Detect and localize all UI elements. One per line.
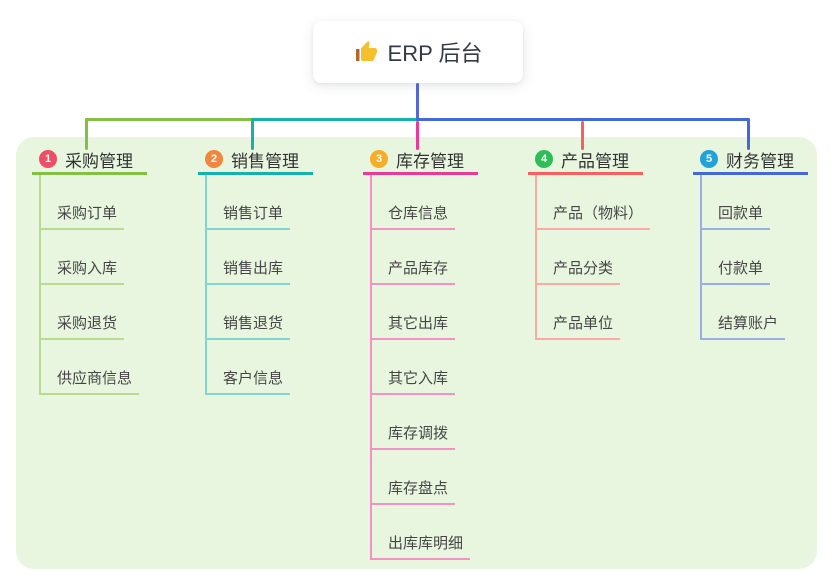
item-label: 客户信息 — [207, 367, 291, 395]
branch-5: 5 财务管理 回款单付款单结算账户 — [693, 148, 808, 340]
branch-index-badge: 1 — [39, 150, 57, 168]
connector-branch-2-drop — [251, 118, 254, 150]
item-label: 采购入库 — [41, 257, 125, 285]
connector-branch-4-drop — [581, 121, 584, 150]
branch-label: 销售管理 — [231, 151, 299, 171]
mindmap-node-item[interactable]: 供应商信息 — [41, 340, 147, 395]
mindmap-node-item[interactable]: 库存盘点 — [372, 450, 478, 505]
mindmap-node-item[interactable]: 出库库明细 — [372, 505, 478, 560]
item-label: 销售订单 — [207, 202, 291, 230]
mindmap-node-item[interactable]: 产品单位 — [537, 285, 650, 340]
mindmap-node-item[interactable]: 其它入库 — [372, 340, 478, 395]
branches-panel — [16, 137, 817, 569]
item-label: 其它出库 — [372, 312, 456, 340]
branch-title[interactable]: 1 采购管理 — [32, 148, 147, 175]
branch-items: 回款单付款单结算账户 — [700, 175, 808, 340]
mindmap-node-item[interactable]: 销售出库 — [207, 230, 313, 285]
item-label: 库存调拨 — [372, 422, 456, 450]
item-label: 产品库存 — [372, 257, 456, 285]
branch-index-badge: 4 — [535, 150, 553, 168]
branch-label: 库存管理 — [396, 151, 464, 171]
item-label: 采购订单 — [41, 202, 125, 230]
branch-title[interactable]: 4 产品管理 — [528, 148, 643, 175]
mindmap-node-item[interactable]: 产品（物料） — [537, 175, 651, 230]
branch-title[interactable]: 2 销售管理 — [198, 148, 313, 175]
branch-1: 1 采购管理 采购订单采购入库采购退货供应商信息 — [32, 148, 147, 395]
mindmap-node-item[interactable]: 库存调拨 — [372, 395, 478, 450]
item-label: 回款单 — [702, 202, 771, 230]
branch-index-badge: 5 — [700, 150, 718, 168]
branch-index-badge: 2 — [205, 150, 223, 168]
branch-label: 产品管理 — [561, 151, 629, 171]
item-label: 产品单位 — [537, 312, 621, 340]
connector-branch-3-drop — [416, 121, 419, 150]
item-label: 销售出库 — [207, 257, 291, 285]
mindmap-node-item[interactable]: 客户信息 — [207, 340, 313, 395]
item-label: 结算账户 — [702, 312, 786, 340]
connector-branch-1-drop — [85, 118, 88, 150]
item-label: 库存盘点 — [372, 477, 456, 505]
item-label: 其它入库 — [372, 367, 456, 395]
connector-branch-5-drop — [747, 118, 750, 150]
thumbs-up-icon — [354, 40, 378, 64]
branch-title[interactable]: 3 库存管理 — [363, 148, 478, 175]
connector-branch-1-horizontal — [85, 118, 255, 121]
mindmap-node-item[interactable]: 采购订单 — [41, 175, 147, 230]
connector-root-stem — [416, 83, 419, 121]
mindmap-node-item[interactable]: 采购入库 — [41, 230, 147, 285]
branch-items: 销售订单销售出库销售退货客户信息 — [205, 175, 313, 395]
mindmap-node-item[interactable]: 采购退货 — [41, 285, 147, 340]
connector-branch-2-horizontal — [251, 118, 419, 121]
item-label: 产品分类 — [537, 257, 621, 285]
mindmap-node-item[interactable]: 回款单 — [702, 175, 808, 230]
branch-items: 产品（物料） 产品分类产品单位 — [535, 175, 651, 340]
mindmap-node-item[interactable]: 产品分类 — [537, 230, 650, 285]
branch-label: 采购管理 — [65, 151, 133, 171]
branch-items: 仓库信息产品库存其它出库其它入库库存调拨库存盘点出库库明细 — [370, 175, 478, 560]
item-label: 产品（物料） — [537, 202, 651, 230]
item-label: 出库库明细 — [372, 532, 471, 560]
item-label: 销售退货 — [207, 312, 291, 340]
connector-branch-5-horizontal — [416, 118, 750, 121]
item-label: 供应商信息 — [41, 367, 140, 395]
mindmap-node-item[interactable]: 销售订单 — [207, 175, 313, 230]
item-label: 付款单 — [702, 257, 771, 285]
branch-4: 4 产品管理 产品（物料） 产品分类产品单位 — [528, 148, 651, 340]
mindmap-node-item[interactable]: 其它出库 — [372, 285, 478, 340]
root-title: ERP 后台 — [387, 41, 483, 66]
branch-index-badge: 3 — [370, 150, 388, 168]
item-label: 采购退货 — [41, 312, 125, 340]
branch-items: 采购订单采购入库采购退货供应商信息 — [39, 175, 147, 395]
branch-label: 财务管理 — [726, 151, 794, 171]
mindmap-node-item[interactable]: 产品库存 — [372, 230, 478, 285]
mindmap-node-item[interactable]: 结算账户 — [702, 285, 808, 340]
root-node[interactable]: ERP 后台 — [313, 21, 523, 83]
mindmap-node-item[interactable]: 付款单 — [702, 230, 808, 285]
branch-2: 2 销售管理 销售订单销售出库销售退货客户信息 — [198, 148, 313, 395]
branch-title[interactable]: 5 财务管理 — [693, 148, 808, 175]
branch-3: 3 库存管理 仓库信息产品库存其它出库其它入库库存调拨库存盘点出库库明细 — [363, 148, 478, 560]
mindmap-node-item[interactable]: 销售退货 — [207, 285, 313, 340]
item-label: 仓库信息 — [372, 202, 456, 230]
mindmap-node-item[interactable]: 仓库信息 — [372, 175, 478, 230]
